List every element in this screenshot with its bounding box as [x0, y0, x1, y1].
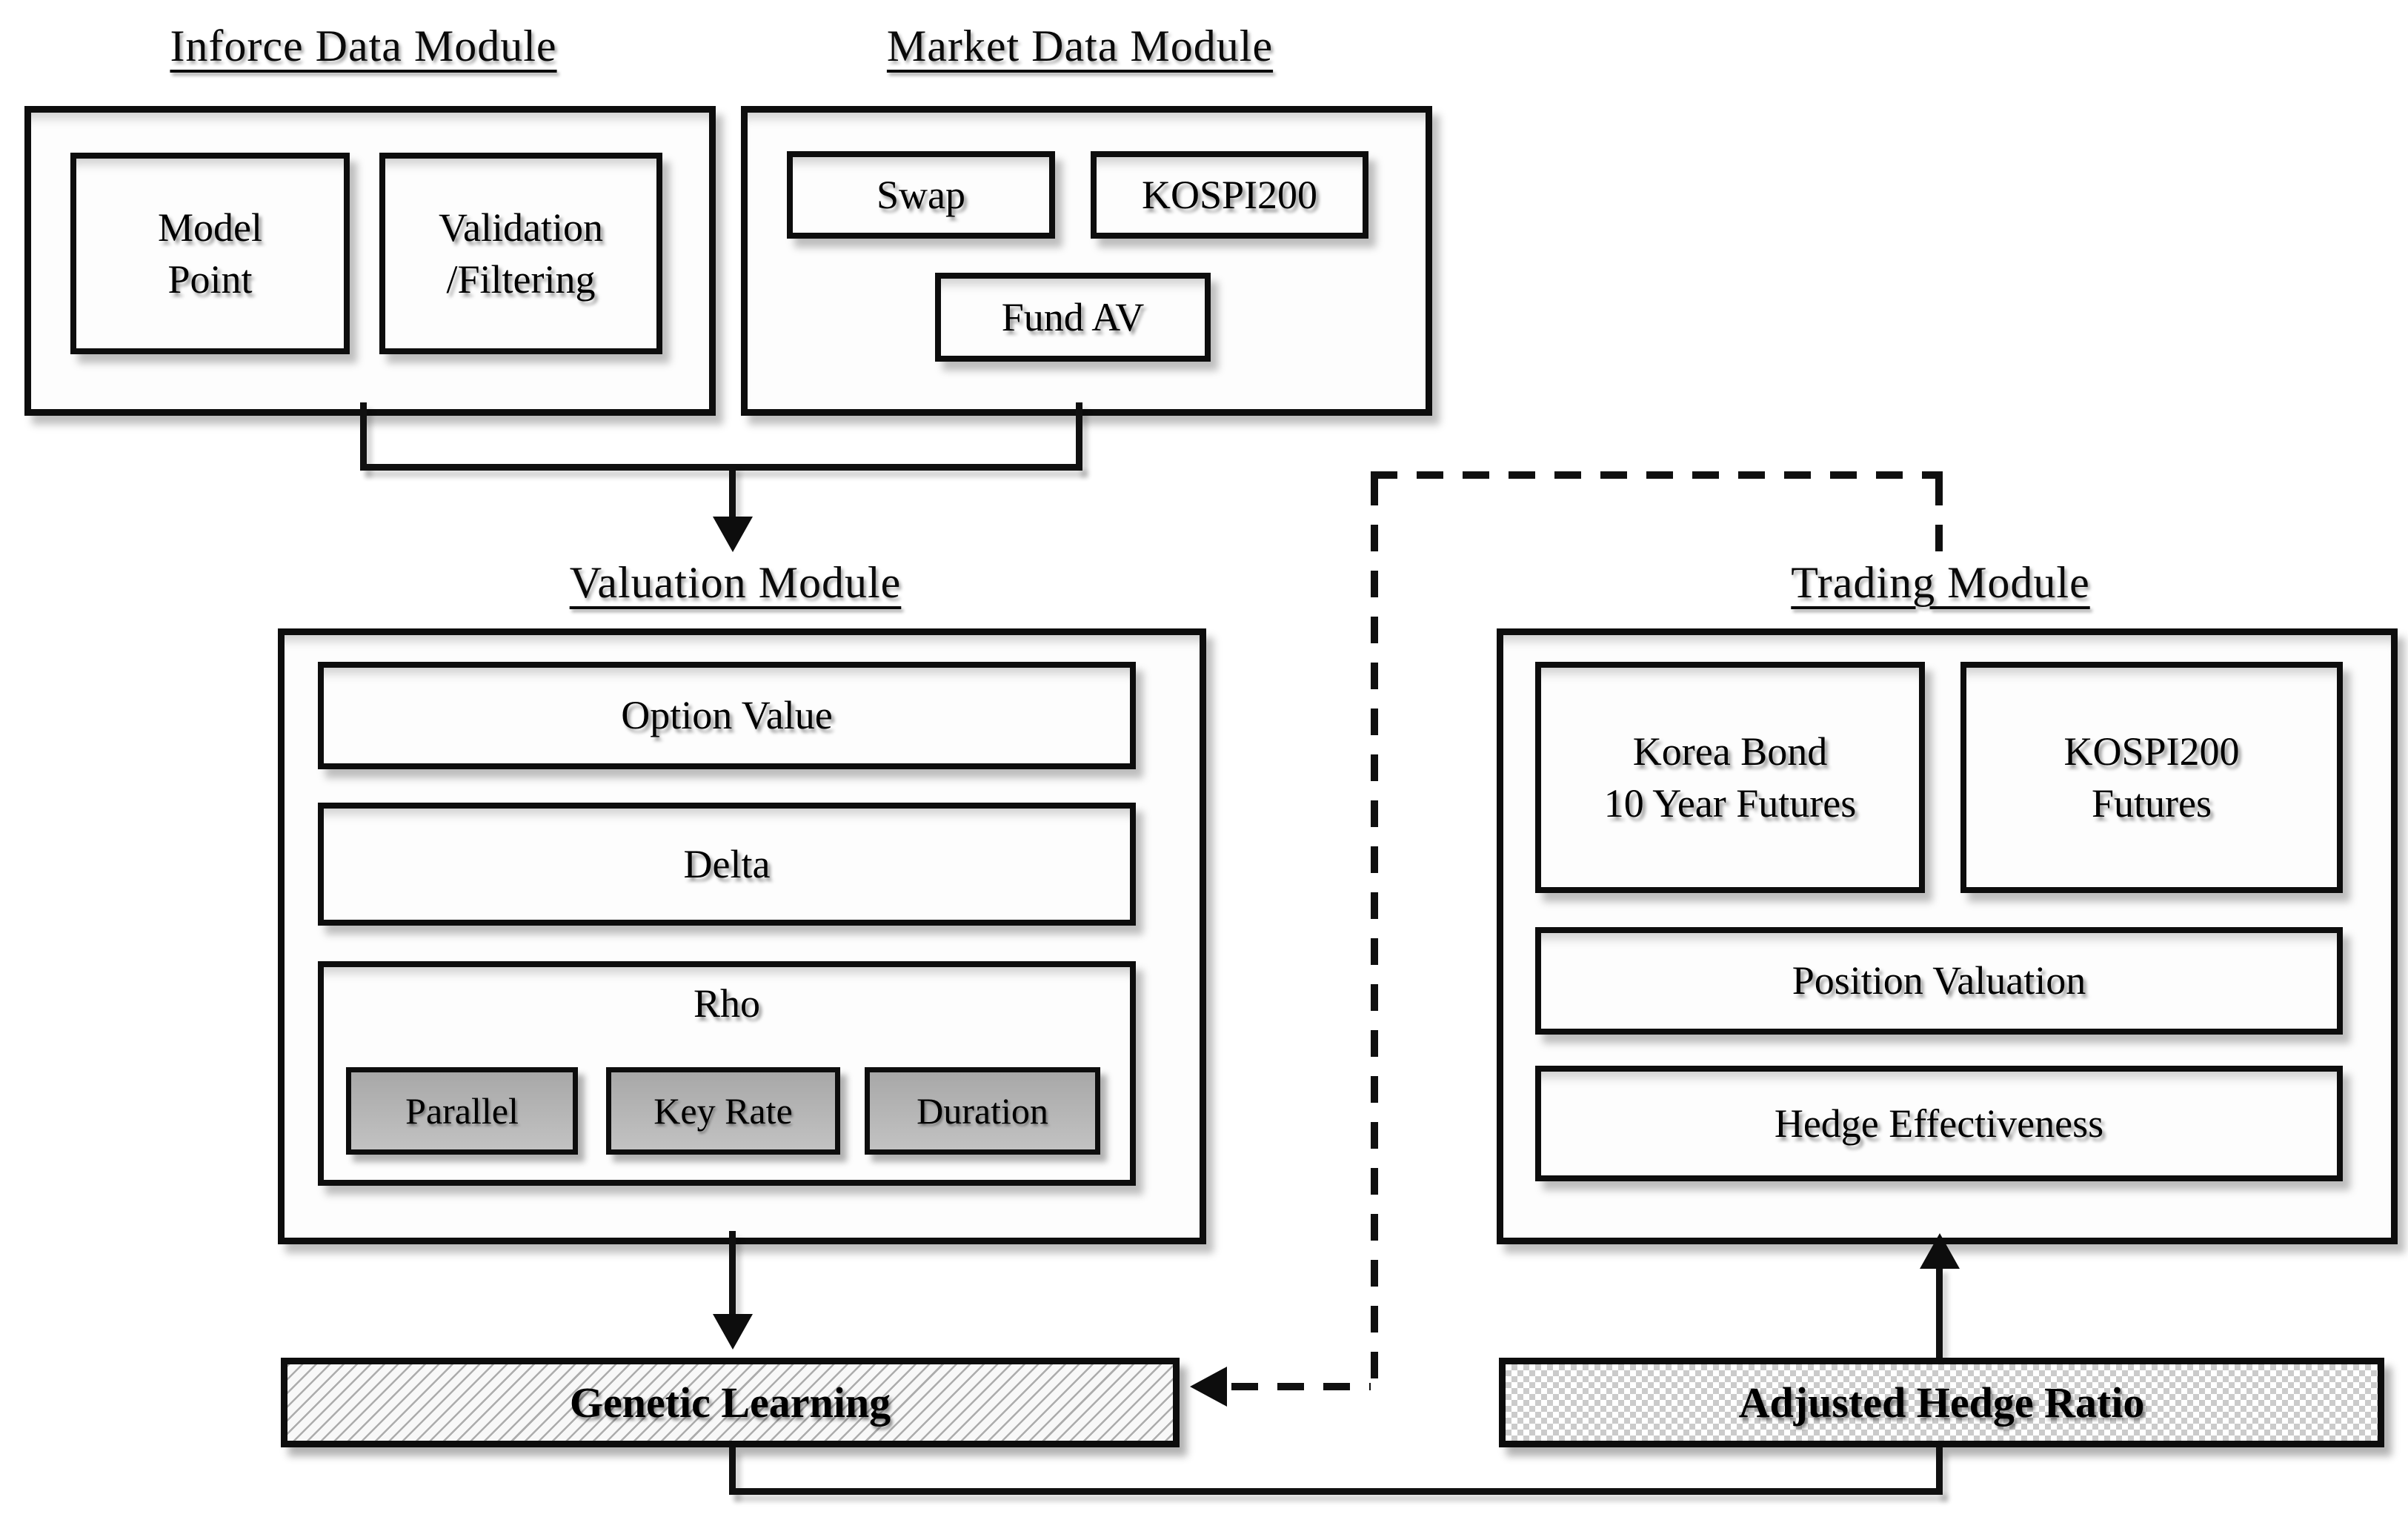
- rho-box: Rho Parallel Key Rate Duration: [318, 961, 1136, 1186]
- korea-bond-futures-label: Korea Bond 10 Year Futures: [1603, 729, 1857, 826]
- duration-label: Duration: [917, 1089, 1048, 1132]
- kospi200-label: KOSPI200: [1141, 172, 1318, 217]
- model-point-box: Model Point: [70, 153, 350, 354]
- korea-bond-futures-box: Korea Bond 10 Year Futures: [1535, 662, 1925, 893]
- fund-av-box: Fund AV: [935, 273, 1211, 362]
- validation-filtering-box: Validation /Filtering: [379, 153, 662, 354]
- option-value-box: Option Value: [318, 662, 1136, 769]
- delta-label: Delta: [683, 841, 771, 886]
- market-module-box: Swap KOSPI200 Fund AV: [741, 106, 1432, 416]
- arrow-up-into-trading-icon: [1920, 1233, 1960, 1269]
- parallel-label: Parallel: [405, 1089, 519, 1132]
- swap-label: Swap: [877, 172, 965, 217]
- key-rate-box: Key Rate: [606, 1067, 840, 1155]
- market-module-title: Market Data Module: [886, 21, 1274, 70]
- connector-valuation-to-genetic-shaft: [729, 1231, 736, 1316]
- arrow-down-into-valuation-icon: [713, 517, 753, 552]
- dashed-feedback-right-stub-line: [1935, 479, 1943, 553]
- connector-merge-horizontal-line: [360, 464, 1082, 471]
- kospi200-futures-label: KOSPI200 Futures: [2063, 729, 2240, 826]
- connector-ahr-to-trading-shaft: [1936, 1266, 1943, 1358]
- trading-module-title: Trading Module: [1791, 558, 2090, 607]
- kospi200-box: KOSPI200: [1091, 151, 1368, 239]
- connector-genetic-down-line: [729, 1447, 736, 1495]
- model-point-label: Model Point: [158, 205, 262, 302]
- adjusted-hedge-ratio-label: Adjusted Hedge Ratio: [1738, 1378, 2145, 1427]
- validation-filtering-label: Validation /Filtering: [439, 205, 603, 302]
- connector-market-down-line: [1076, 402, 1082, 471]
- position-valuation-box: Position Valuation: [1535, 927, 2343, 1035]
- connector-bottom-horizontal-line: [729, 1488, 1943, 1495]
- arrow-left-into-genetic-learning-icon: [1190, 1367, 1227, 1407]
- duration-box: Duration: [865, 1067, 1100, 1155]
- key-rate-label: Key Rate: [653, 1089, 793, 1132]
- valuation-module-title: Valuation Module: [569, 558, 902, 607]
- connector-ahr-up-from-bottom-line: [1936, 1447, 1943, 1495]
- dashed-feedback-left-vertical-line: [1371, 479, 1378, 1384]
- dashed-feedback-top-line: [1371, 471, 1943, 479]
- delta-box: Delta: [318, 803, 1136, 926]
- fund-av-label: Fund AV: [1001, 294, 1145, 339]
- genetic-learning-label: Genetic Learning: [569, 1378, 891, 1427]
- rho-label: Rho: [693, 981, 761, 1026]
- genetic-learning-box: Genetic Learning: [281, 1358, 1180, 1447]
- position-valuation-label: Position Valuation: [1792, 958, 2086, 1003]
- swap-box: Swap: [787, 151, 1055, 239]
- inforce-module-title: Inforce Data Module: [170, 21, 557, 70]
- arrow-down-into-genetic-learning-icon: [713, 1314, 753, 1350]
- connector-to-valuation-shaft: [729, 464, 736, 519]
- kospi200-futures-box: KOSPI200 Futures: [1960, 662, 2343, 893]
- option-value-label: Option Value: [621, 693, 833, 738]
- hedge-effectiveness-box: Hedge Effectiveness: [1535, 1066, 2343, 1181]
- dashed-feedback-into-genetic-line: [1231, 1383, 1371, 1390]
- trading-module-box: Korea Bond 10 Year Futures KOSPI200 Futu…: [1497, 628, 2398, 1244]
- hedge-effectiveness-label: Hedge Effectiveness: [1774, 1101, 2104, 1146]
- connector-inforce-down-line: [360, 402, 367, 471]
- parallel-box: Parallel: [346, 1067, 578, 1155]
- inforce-module-box: Model Point Validation /Filtering: [24, 106, 716, 416]
- valuation-module-box: Option Value Delta Rho Parallel Key Rate…: [278, 628, 1206, 1244]
- adjusted-hedge-ratio-box: Adjusted Hedge Ratio: [1499, 1358, 2384, 1447]
